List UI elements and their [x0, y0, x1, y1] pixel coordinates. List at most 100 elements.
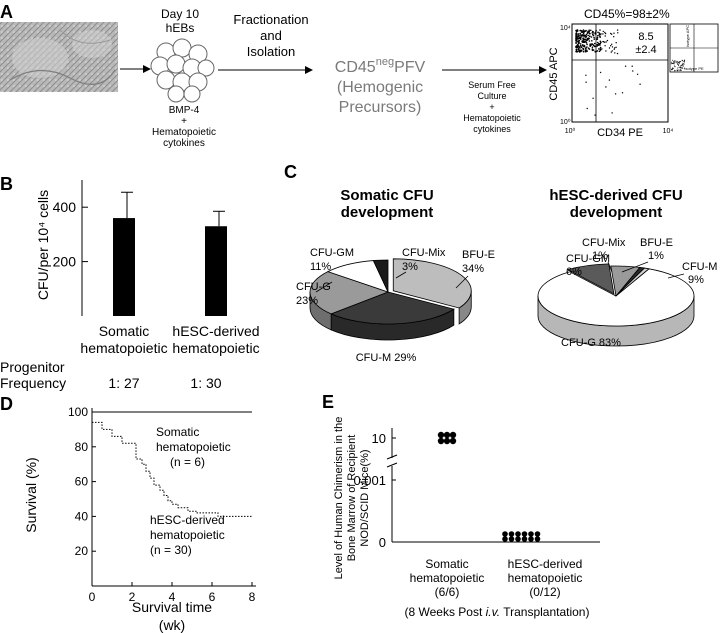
e-dot-somatic [443, 437, 451, 445]
flow-dot [597, 35, 599, 37]
hesc-group-label-2: hematopoietic [508, 571, 583, 585]
flow-dot [583, 36, 585, 38]
flow-dot [593, 42, 596, 45]
panel-a-letter: A [0, 2, 13, 22]
e-dot-somatic [449, 431, 457, 439]
flow-dot [577, 45, 580, 47]
flow-dot [577, 50, 580, 52]
isotype-dot [674, 66, 676, 68]
isotype-dot [683, 67, 685, 69]
flow-dot [590, 29, 592, 32]
flow-dot [575, 41, 577, 44]
flow-x-tick-hi: 10⁴ [663, 128, 674, 135]
panel-d-ylabel: Survival (%) [23, 457, 39, 532]
flow-dot [586, 43, 588, 46]
panel-b-bars [113, 191, 227, 316]
e-dot-somatic [437, 431, 445, 439]
isotype-dot [675, 62, 677, 64]
flow-dot [632, 70, 634, 72]
culture-label: Culture [477, 91, 506, 101]
flow-dot [636, 73, 639, 76]
flow-dot [598, 32, 600, 34]
e-dot-hesc [528, 531, 534, 537]
e-dot-hesc [534, 531, 541, 537]
flow-dot [581, 44, 584, 47]
isotype-dot [677, 70, 679, 72]
flow-dot [611, 33, 613, 35]
flow-dot [587, 34, 589, 37]
flow-dot [583, 31, 586, 33]
isotype-dot [674, 70, 676, 72]
panel-b-ylabel: CFU/per 10⁴ cells [35, 190, 51, 300]
flow-plot-frame [571, 23, 669, 123]
hesc-group-label-1: hESC-derived [508, 557, 583, 571]
b-bar [205, 226, 227, 316]
isotype-dot [682, 64, 683, 66]
pie-value-cfu-m-hesc: 9% [688, 274, 704, 286]
isotype-dot [677, 67, 679, 69]
embryoid-body-cluster [150, 38, 215, 103]
flow-value-bottom: ±2.4 [635, 44, 656, 56]
hesc-label: hESC [44, 5, 78, 20]
flow-dot [592, 33, 594, 36]
flow-dot [613, 36, 615, 38]
flow-dot [616, 29, 619, 31]
flow-dot [583, 44, 586, 47]
hesc-category-line1: hESC-derived [172, 323, 259, 339]
e-dot-hesc [515, 531, 521, 537]
isotype-dot [679, 61, 681, 63]
flow-dot [602, 40, 604, 43]
panel-e-ylabel-1: Level of Human Chimerism in the [333, 417, 345, 580]
hesc-pie-chart [537, 263, 695, 347]
d-ytick-label: 100 [68, 405, 88, 419]
flow-dot [593, 32, 595, 34]
isotype-dot [673, 63, 675, 65]
flow-dot [599, 49, 602, 51]
flow-dot [611, 46, 614, 48]
flow-dot [596, 41, 599, 44]
flow-dot [611, 43, 613, 45]
pie-labels: BFU-E34%CFU-M 29%CFU-G23%CFU-GM11%CFU-Mi… [296, 237, 717, 364]
e-dot-hesc [515, 536, 521, 542]
flow-dot [639, 83, 641, 85]
somatic-pie-chart [309, 258, 472, 341]
flow-dot [582, 41, 584, 43]
flow-dot [583, 39, 586, 41]
isotype-dot [681, 64, 683, 66]
isotype-dot [678, 64, 680, 66]
flow-dot [599, 34, 601, 36]
flow-dot [576, 46, 579, 49]
flow-dot [577, 33, 580, 35]
isotype-dot-cloud [670, 59, 686, 72]
flow-dot [586, 107, 588, 110]
pie-label-cfu-gm-hesc: CFU-GM [566, 253, 610, 265]
flow-dot [582, 48, 585, 50]
e-ytick-label: 0.001 [353, 473, 386, 488]
flow-dot [615, 42, 617, 44]
isotype-dot [673, 62, 675, 64]
pie-value-cfu-gm: 11% [310, 261, 331, 273]
flow-dot [585, 81, 587, 83]
isotype-dot [682, 62, 684, 64]
pie-label-cfu-g: CFU-G [296, 281, 331, 293]
isotype-dot [683, 63, 685, 65]
e-dot-hesc [508, 531, 515, 537]
flow-dot [599, 29, 601, 31]
flow-dot [599, 40, 602, 43]
flow-dot [594, 31, 597, 33]
flow-dot [587, 31, 589, 34]
isotype-dot [672, 61, 674, 63]
pie-slice-cfu-mix [372, 259, 389, 293]
day10-label: Day 10 [161, 7, 199, 21]
pie-slice-cfu-g [537, 268, 695, 327]
e-ytick-label: 10 [372, 431, 386, 446]
isotype-dot [671, 63, 673, 64]
flow-dot [590, 44, 592, 47]
flow-dot [613, 32, 615, 34]
flow-dot [614, 52, 616, 54]
isotype-dot [670, 63, 672, 65]
d-ytick-label: 80 [75, 440, 89, 454]
flow-dot [579, 43, 582, 45]
flow-dot [599, 35, 601, 38]
isotype-dot [676, 61, 678, 63]
